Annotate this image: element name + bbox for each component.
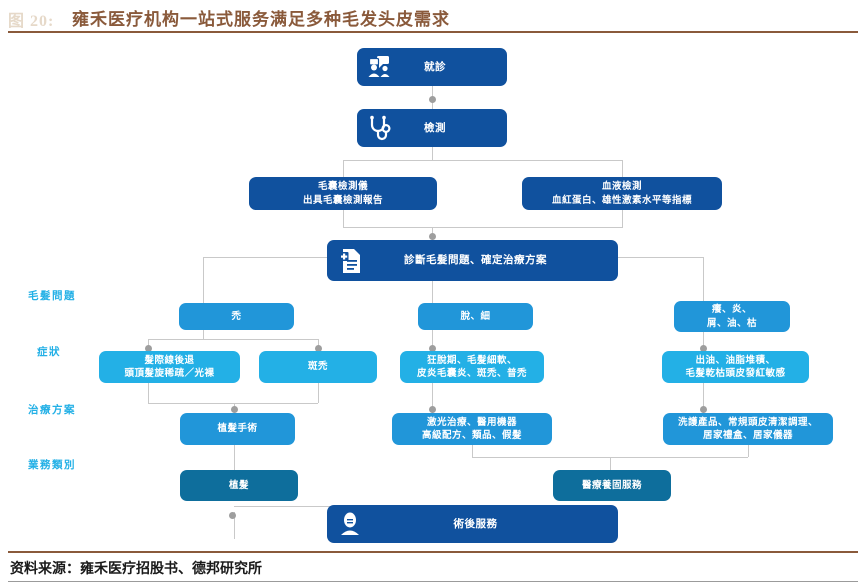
connector-symptomloss-down <box>432 383 433 413</box>
connector-dot <box>429 233 436 240</box>
node-symptom-hairline[interactable]: 髮際線後退 頭頂髮旋稀疏／光裸 <box>99 351 240 383</box>
node-test-label: 檢測 <box>424 121 446 134</box>
row-label-business: 業務類別 <box>28 459 76 471</box>
node-treat-transplant[interactable]: 植髮手術 <box>180 413 295 445</box>
node-diagnose[interactable]: 診斷毛髮問題、確定治療方案 <box>327 240 618 281</box>
node-follicle-test-line1: 毛囊檢測儀 <box>317 181 368 193</box>
page-title: 雍禾医疗机构一站式服务满足多种毛发头皮需求 <box>72 10 450 29</box>
node-problem-loss[interactable]: 脫、細 <box>418 303 533 330</box>
connector-blood-down <box>622 210 623 227</box>
row-label-symptom: 症狀 <box>37 346 61 358</box>
node-treat-care-line1: 洗護產品、常規頭皮清潔調理、 <box>677 416 818 428</box>
connector-to-biz-service <box>610 457 611 470</box>
figure-header: 图 20: 雍禾医疗机构一站式服务满足多种毛发头皮需求 <box>0 0 866 33</box>
node-blood-test[interactable]: 血液檢測 血紅蛋白、雄性激素水平等指標 <box>522 177 722 210</box>
connector-dot <box>429 406 436 413</box>
connector-alopecia-down <box>318 383 319 403</box>
connector-transplant-biz <box>234 445 235 470</box>
node-problem-scalp[interactable]: 癢、炎、 屑、油、枯 <box>674 301 790 332</box>
connector-follicle-down <box>343 210 344 227</box>
node-symptom-hairline-line1: 髮際線後退 <box>144 354 195 366</box>
connector-test-split <box>343 160 623 161</box>
consultation-icon <box>357 55 403 79</box>
node-treat-medical-line2: 高級配方、類品、假髮 <box>421 430 522 441</box>
connector-dot <box>429 96 436 103</box>
node-biz-service[interactable]: 醫療養固服務 <box>553 470 671 501</box>
connector-bald-down <box>203 329 204 339</box>
figure-number: 图 20: <box>8 13 55 30</box>
connector-dot <box>315 345 322 352</box>
stethoscope-icon <box>357 115 403 141</box>
flow-diagram: 毛髮問題 症狀 治療方案 業務類別 就診 <box>0 33 866 551</box>
connector-dot <box>229 512 236 519</box>
node-treat-transplant-label: 植髮手術 <box>217 423 258 435</box>
node-treat-medical-line1: 激光治療、醫用機器 <box>426 416 517 428</box>
node-problem-loss-label: 脫、細 <box>460 310 491 322</box>
connector-to-problem-right <box>703 257 704 303</box>
connector-symptomscalp-down <box>703 383 704 413</box>
node-biz-service-label: 醫療養固服務 <box>581 479 642 491</box>
connector-biztransplant-down <box>234 512 235 539</box>
node-follicle-test-line2: 出具毛囊檢測報告 <box>302 194 383 206</box>
connector-to-follicle <box>343 160 344 177</box>
node-problem-scalp-line2: 屑、油、枯 <box>706 317 757 329</box>
connector-care-down <box>748 445 749 457</box>
node-aftercare[interactable]: 術後服務 <box>327 505 618 543</box>
document-plus-icon <box>327 247 373 275</box>
node-treat-care[interactable]: 洗護產品、常規頭皮清潔調理、 居家禮盒、居家儀器 <box>663 413 833 445</box>
node-blood-test-line1: 血液檢測 <box>601 181 642 193</box>
connector-dot <box>145 345 152 352</box>
page-bottom-divider <box>8 581 858 582</box>
connector-merge-diagnose <box>343 227 623 228</box>
connector-dot <box>700 406 707 413</box>
connector-loss-down <box>432 329 433 351</box>
node-biz-transplant[interactable]: 植髮 <box>180 470 298 501</box>
connector-bald-split <box>148 339 318 340</box>
source-note: 资料来源：雍禾医疗招股书、德邦研究所 <box>10 562 262 577</box>
connector-to-blood <box>622 160 623 177</box>
connector-medical-down <box>472 445 473 457</box>
node-symptom-hairline-line2: 頭頂髮旋稀疏／光裸 <box>124 368 215 379</box>
row-label-hair-problem: 毛髮問題 <box>28 290 76 302</box>
node-test[interactable]: 檢測 <box>357 109 507 147</box>
node-visit[interactable]: 就診 <box>357 48 507 86</box>
node-problem-bald-label: 禿 <box>231 310 242 322</box>
connector-dot <box>429 345 436 352</box>
header-divider <box>8 31 858 33</box>
node-symptom-alopecia-label: 斑禿 <box>307 361 328 373</box>
node-symptom-scalp-line1: 出油、油脂堆積、 <box>695 354 776 366</box>
node-symptom-scalp-line2: 毛髮乾枯頭皮發紅敏感 <box>685 368 786 379</box>
row-label-treatment: 治療方案 <box>28 404 76 416</box>
connector-dot <box>231 406 238 413</box>
connector-scalp-down <box>703 329 704 351</box>
node-problem-bald[interactable]: 禿 <box>179 303 294 330</box>
node-biz-transplant-label: 植髮 <box>228 479 249 491</box>
connector-to-problem-left <box>203 257 204 303</box>
connector-diagnose-down <box>432 281 433 303</box>
node-treat-care-line2: 居家禮盒、居家儀器 <box>702 430 793 441</box>
connector-hairline-down <box>148 383 149 403</box>
node-diagnose-label: 診斷毛髮問題、確定治療方案 <box>404 254 547 267</box>
node-treat-medical[interactable]: 激光治療、醫用機器 高級配方、類品、假髮 <box>392 413 552 445</box>
node-blood-test-line2: 血紅蛋白、雄性激素水平等指標 <box>551 194 692 206</box>
connector-test-down <box>432 145 433 160</box>
node-symptom-loss-line2: 皮炎毛囊炎、斑禿、普禿 <box>416 368 527 379</box>
connector-symptom-merge-left <box>148 403 318 404</box>
node-symptom-loss-line1: 狂脫期、毛髮細軟、 <box>426 354 517 366</box>
connector-dot <box>700 345 707 352</box>
node-symptom-scalp[interactable]: 出油、油脂堆積、 毛髮乾枯頭皮發紅敏感 <box>662 351 809 383</box>
node-follicle-test[interactable]: 毛囊檢測儀 出具毛囊檢測報告 <box>249 177 437 210</box>
node-problem-scalp-line1: 癢、炎、 <box>711 304 752 316</box>
node-symptom-alopecia[interactable]: 斑禿 <box>259 351 377 383</box>
node-symptom-loss[interactable]: 狂脫期、毛髮細軟、 皮炎毛囊炎、斑禿、普禿 <box>400 351 544 383</box>
node-aftercare-label: 術後服務 <box>453 517 498 530</box>
node-visit-label: 就診 <box>424 60 446 73</box>
person-avatar-icon <box>327 511 373 537</box>
footer-divider <box>8 551 858 553</box>
